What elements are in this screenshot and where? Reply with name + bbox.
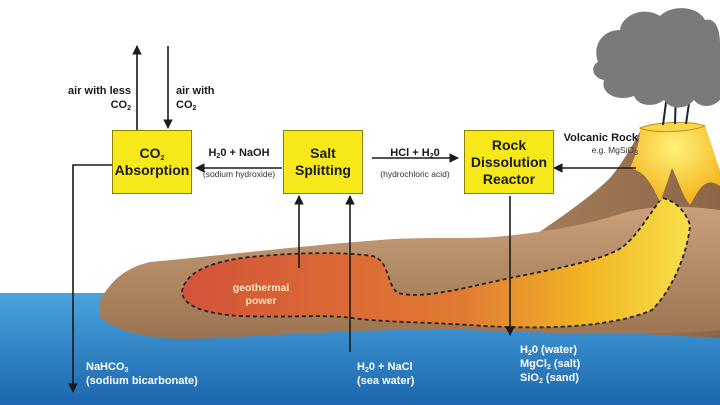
label-naoh-a: H <box>208 147 217 159</box>
label-products-sand-b: (sand) <box>542 372 579 384</box>
label-hcl: HCl + H20 (hydrochloric acid) <box>372 146 458 179</box>
label-bicarb-note: (sodium bicarbonate) <box>86 375 198 387</box>
label-sea-water: H20 + NaCl (sea water) <box>357 360 414 388</box>
label-naoh-b: 0 + NaOH <box>220 147 270 159</box>
co2-absorption-line1: CO <box>139 145 161 161</box>
magma-chamber <box>181 197 691 329</box>
label-volcanic-line1: Volcanic Rock <box>563 132 638 144</box>
label-products-salt-b: (salt) <box>550 358 581 370</box>
label-geothermal-line1: geothermal <box>232 282 290 294</box>
label-seawater-a: H <box>357 361 365 373</box>
label-geothermal-power: geothermal power <box>228 282 294 308</box>
label-sodium-bicarbonate: NaHCO3 (sodium bicarbonate) <box>86 360 198 388</box>
label-seawater-note: (sea water) <box>357 375 415 387</box>
label-naoh: H20 + NaOH (sodium hydroxide) <box>196 146 282 179</box>
label-air-with-less-co2: air with less CO2 <box>48 84 131 112</box>
salt-splitting-box: Salt Splitting <box>283 130 363 194</box>
volcano-crater-lava <box>630 122 720 205</box>
label-naoh-note: (sodium hydroxide) <box>202 169 276 179</box>
co2-absorption-box: CO2 Absorption <box>112 130 192 194</box>
rock-dissolution-line3: Reactor <box>482 170 536 187</box>
volcano-crater-rim <box>638 121 707 133</box>
label-naoh-sub: 2 <box>216 153 221 160</box>
label-air-with-line1: air with <box>176 85 215 97</box>
label-products-salt-a: MgCl <box>520 358 547 370</box>
label-hcl-b: 0 <box>433 147 440 159</box>
rock-dissolution-line1: Rock <box>491 136 527 153</box>
label-reactor-products: H20 (water) MgCl2 (salt) SiO2 (sand) <box>520 343 580 385</box>
smoke-cloud <box>593 8 720 108</box>
arrow-bicarbonate <box>68 164 112 393</box>
label-hcl-a: HCl + H <box>390 147 430 159</box>
label-volcanic-sub: 3 <box>634 150 638 157</box>
label-geothermal-line2: power <box>245 295 277 307</box>
label-products-sand-a: SiO <box>520 372 539 384</box>
label-seawater-b: 0 + NaCl <box>368 361 413 373</box>
label-products-sand-sub: 2 <box>538 378 543 385</box>
label-products-water-a: H <box>520 344 528 356</box>
label-products-salt-sub: 2 <box>546 364 551 371</box>
label-bicarb-sub: 3 <box>124 367 129 374</box>
label-air-less-co: CO <box>110 99 128 111</box>
salt-splitting-line2: Splitting <box>295 162 351 178</box>
label-air-with-co: CO <box>176 99 193 111</box>
co2-absorption-sub: 2 <box>160 155 165 162</box>
label-products-water-sub: 2 <box>527 350 532 357</box>
label-air-less-line1: air with less <box>68 85 131 97</box>
label-seawater-sub: 2 <box>364 367 369 374</box>
rock-dissolution-box: Rock Dissolution Reactor <box>464 130 554 194</box>
label-hcl-sub: 2 <box>429 153 434 160</box>
label-products-water-b: 0 (water) <box>531 344 578 356</box>
salt-splitting-line1: Salt <box>310 145 336 161</box>
rock-dissolution-line2: Dissolution <box>470 153 548 170</box>
label-hcl-note: (hydrochloric acid) <box>380 169 450 179</box>
label-volcanic-rock: Volcanic Rock e.g. MgSiO3 <box>556 131 638 157</box>
co2-absorption-line2: Absorption <box>114 162 190 178</box>
label-bicarb-a: NaHCO <box>86 361 125 373</box>
label-air-with-co2: air with CO2 <box>176 84 215 112</box>
label-volcanic-eg: e.g. MgSiO <box>591 145 635 155</box>
label-air-less-sub: 2 <box>127 105 131 112</box>
label-air-with-sub: 2 <box>192 105 197 112</box>
